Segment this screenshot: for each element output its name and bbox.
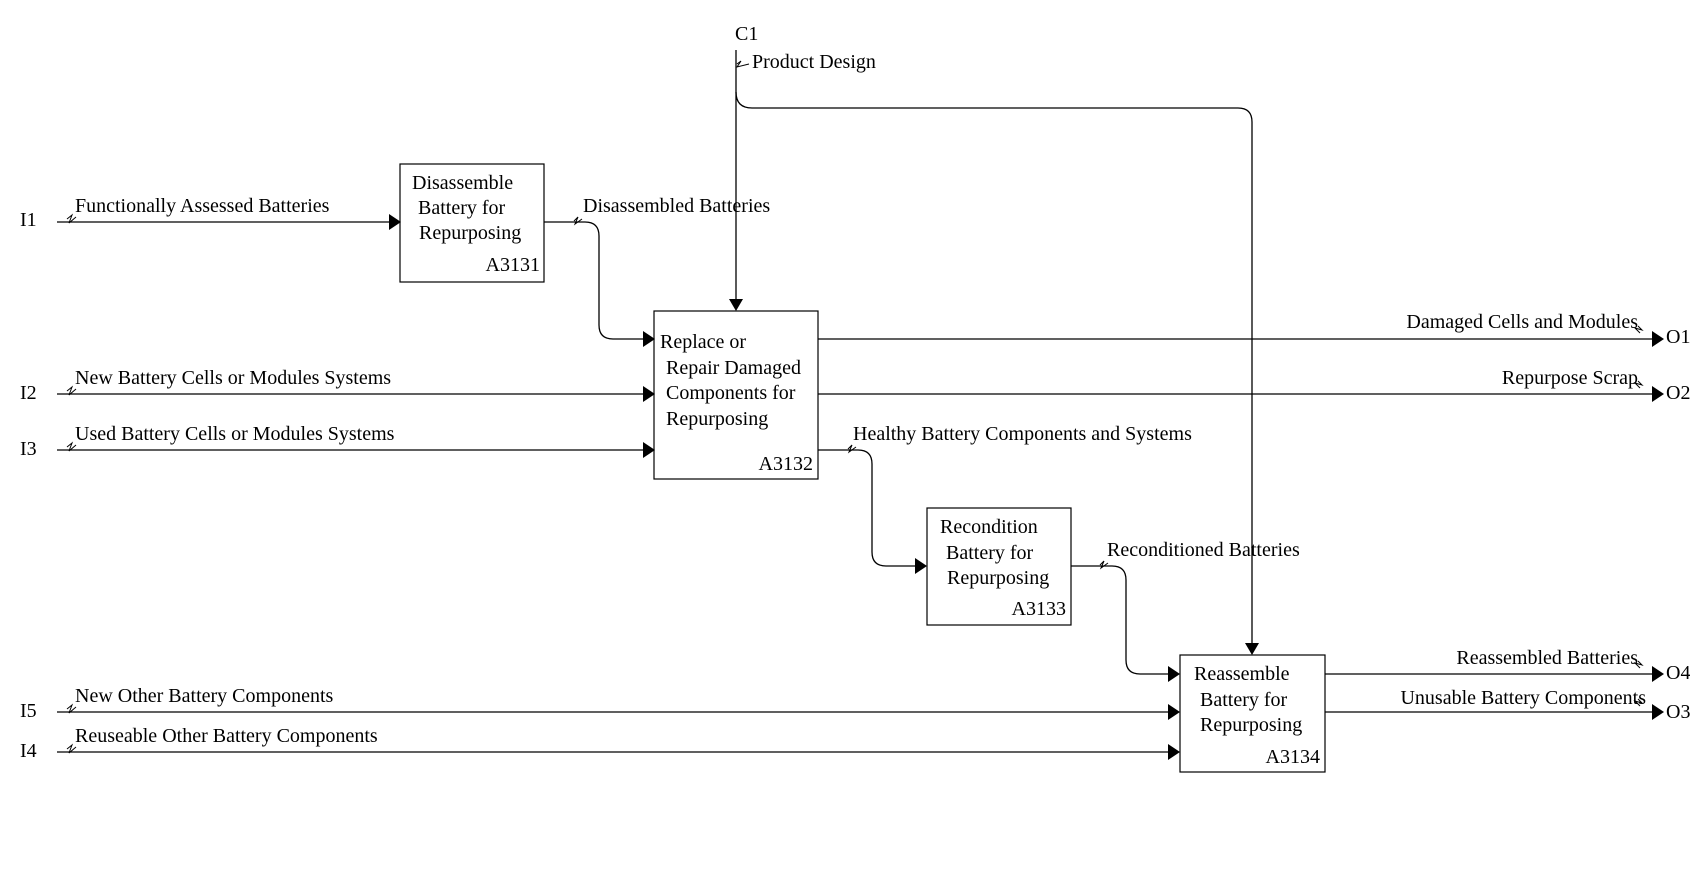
boundary-code-o2: O2 <box>1666 382 1690 404</box>
activity-node-number: A3133 <box>1012 598 1066 620</box>
arrow-functionally-assessed-batteries[interactable]: I1 Functionally Assessed Batteries <box>20 195 401 231</box>
activity-node-number: A3132 <box>759 453 813 475</box>
activity-title-line: Recondition <box>940 516 1038 538</box>
arrow-reuseable-other-components[interactable]: I4 Reuseable Other Battery Components <box>20 725 1180 762</box>
arrow-unusable-components[interactable]: Unusable Battery Components O3 <box>1325 687 1690 723</box>
boundary-code-i3: I3 <box>20 438 37 460</box>
arrow-reassembled-batteries[interactable]: Reassembled Batteries O4 <box>1325 647 1690 684</box>
activity-title-line: Components for <box>666 382 796 404</box>
activity-title-line: Disassemble <box>412 172 513 194</box>
arrow-label: Unusable Battery Components <box>1400 687 1646 709</box>
activity-title-line: Repurposing <box>947 567 1049 589</box>
arrow-label: Reuseable Other Battery Components <box>75 725 378 747</box>
arrow-label: New Battery Cells or Modules Systems <box>75 367 391 389</box>
arrow-label: Reconditioned Batteries <box>1107 539 1300 561</box>
arrow-label: Functionally Assessed Batteries <box>75 195 330 217</box>
activity-box-a3133[interactable]: Recondition Battery for Repurposing A313… <box>926 507 1072 626</box>
activity-node-number: A3134 <box>1266 746 1320 768</box>
arrow-new-other-components[interactable]: I5 New Other Battery Components <box>20 685 1180 722</box>
activity-title-line: Battery for <box>1200 689 1288 711</box>
arrow-label: Product Design <box>752 51 876 73</box>
activity-title-line: Repurposing <box>1200 714 1302 736</box>
arrow-label: Reassembled Batteries <box>1456 647 1638 669</box>
boundary-code-o1: O1 <box>1666 326 1690 348</box>
arrow-healthy-components[interactable]: Healthy Battery Components and Systems <box>818 423 1192 574</box>
activity-title-line: Repurposing <box>666 408 768 430</box>
arrow-product-design[interactable]: C1 Product Design <box>729 23 1259 655</box>
arrow-repurpose-scrap[interactable]: Repurpose Scrap O2 <box>818 367 1690 404</box>
arrow-label: Damaged Cells and Modules <box>1406 311 1638 333</box>
arrow-label: New Other Battery Components <box>75 685 333 707</box>
arrow-label: Healthy Battery Components and Systems <box>853 423 1192 445</box>
boundary-code-c1: C1 <box>735 23 758 45</box>
arrow-new-battery-cells[interactable]: I2 New Battery Cells or Modules Systems <box>20 367 655 404</box>
boundary-code-i4: I4 <box>20 740 37 762</box>
activity-title-line: Battery for <box>418 197 506 219</box>
activity-title-line: Battery for <box>946 542 1034 564</box>
activity-title-line: Repurposing <box>419 222 521 244</box>
boundary-code-i2: I2 <box>20 382 37 404</box>
activity-box-a3132[interactable]: Replace or Repair Damaged Components for… <box>653 310 819 480</box>
activity-box-a3134[interactable]: Reassemble Battery for Repurposing A3134 <box>1179 654 1326 773</box>
arrow-used-battery-cells[interactable]: I3 Used Battery Cells or Modules Systems <box>20 423 655 460</box>
boundary-code-o3: O3 <box>1666 701 1690 723</box>
arrow-damaged-cells[interactable]: Damaged Cells and Modules O1 <box>818 311 1690 348</box>
boundary-code-o4: O4 <box>1666 662 1690 684</box>
boundary-code-i5: I5 <box>20 700 37 722</box>
activity-title-line: Reassemble <box>1194 663 1290 685</box>
boundary-code-i1: I1 <box>20 209 37 231</box>
arrow-reconditioned-batteries[interactable]: Reconditioned Batteries <box>1071 539 1300 682</box>
arrow-label: Used Battery Cells or Modules Systems <box>75 423 395 445</box>
activity-node-number: A3131 <box>486 254 540 276</box>
arrow-label: Disassembled Batteries <box>583 195 770 217</box>
activity-box-a3131[interactable]: Disassemble Battery for Repurposing A313… <box>399 163 545 283</box>
activity-title-line: Replace or <box>660 331 746 353</box>
arrow-disassembled-batteries[interactable]: Disassembled Batteries <box>544 195 770 347</box>
activity-title-line: Repair Damaged <box>666 357 801 379</box>
arrow-label: Repurpose Scrap <box>1502 367 1638 389</box>
